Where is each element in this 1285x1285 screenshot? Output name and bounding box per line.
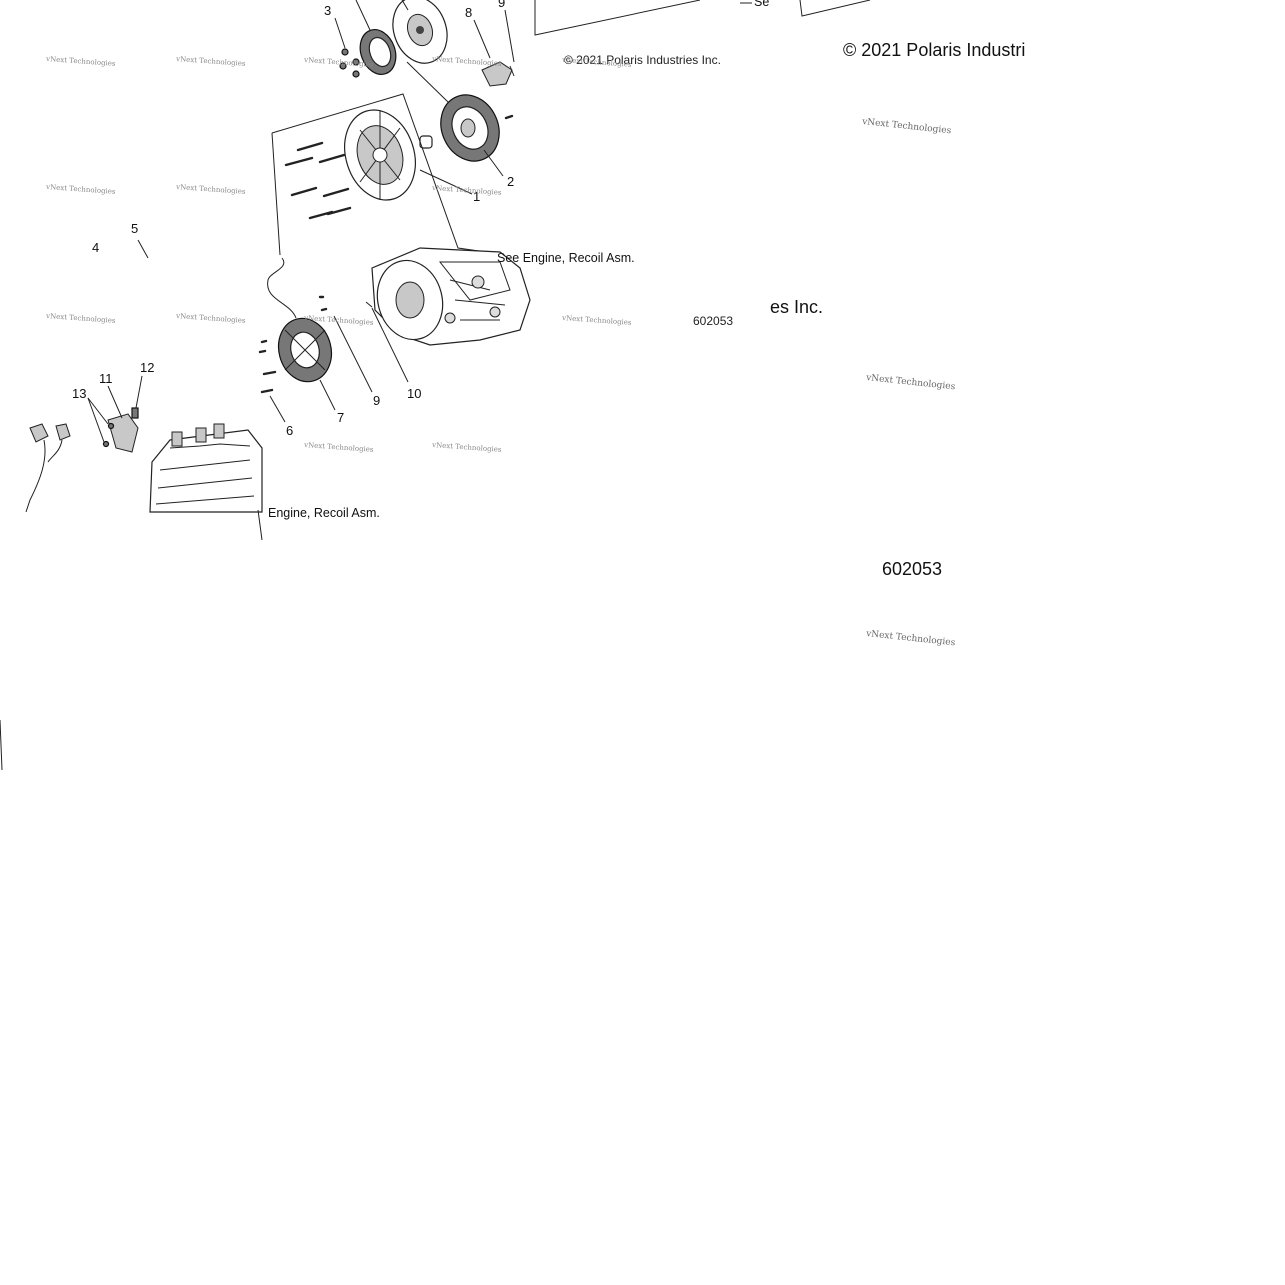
callout-2: 2 [507,174,514,189]
callout-8: 8 [465,5,472,20]
see-note-fragment-top: Se [754,0,769,9]
watermark: vNext Technologies [175,55,246,68]
watermark: vNext Technologies [431,441,502,454]
edge-fragment-line [0,719,3,771]
watermarks: vNext Technologies vNext Technologies vN… [45,55,956,648]
watermark: vNext Technologies [303,441,374,454]
see-engine-recoil-note: See Engine, Recoil Asm. [497,251,635,265]
watermark: vNext Technologies [431,55,502,68]
watermark: vNext Technologies [45,55,116,68]
diagram-number-small: 602053 [693,314,733,328]
top-frame-lines [534,0,871,36]
watermark: vNext Technologies [431,184,502,197]
watermark: vNext Technologies [175,312,246,325]
callout-4: 4 [92,240,99,255]
copyright-small: © 2021 Polaris Industries Inc. [564,53,721,67]
callout-10: 10 [407,386,421,401]
copyright-large: © 2021 Polaris Industri [843,40,1025,60]
watermark: vNext Technologies [561,314,632,327]
wiring-harness [25,407,139,513]
callout-7: 7 [337,410,344,425]
callout-13: 13 [72,386,86,401]
engine-recoil-note-lower: Engine, Recoil Asm. [268,506,380,520]
watermark: vNext Technologies [861,117,952,136]
watermark: vNext Technologies [865,373,956,392]
engine-crankcase [371,247,531,346]
callout-1: 1 [473,189,480,204]
diagram-number-large: 602053 [882,559,942,579]
watermark: vNext Technologies [865,629,956,648]
callout-11: 11 [99,371,113,386]
watermark: vNext Technologies [175,183,246,196]
leader-lower-note [257,509,263,541]
copyright-fragment: es Inc. [770,297,823,317]
recoil-cover-assembly [271,93,501,256]
flywheel-assembly [339,0,515,162]
callout-5: 5 [131,221,138,236]
callout-3: 3 [324,3,331,18]
watermark: vNext Technologies [45,183,116,196]
leader-lines [87,0,515,443]
engine-cylinder-head [149,423,263,513]
callout-9: 9 [373,393,380,408]
watermark: vNext Technologies [45,312,116,325]
callout-6: 6 [286,423,293,438]
stator-assembly [258,257,373,394]
callout-9-top: 9 [498,0,505,10]
callout-12: 12 [140,360,154,375]
